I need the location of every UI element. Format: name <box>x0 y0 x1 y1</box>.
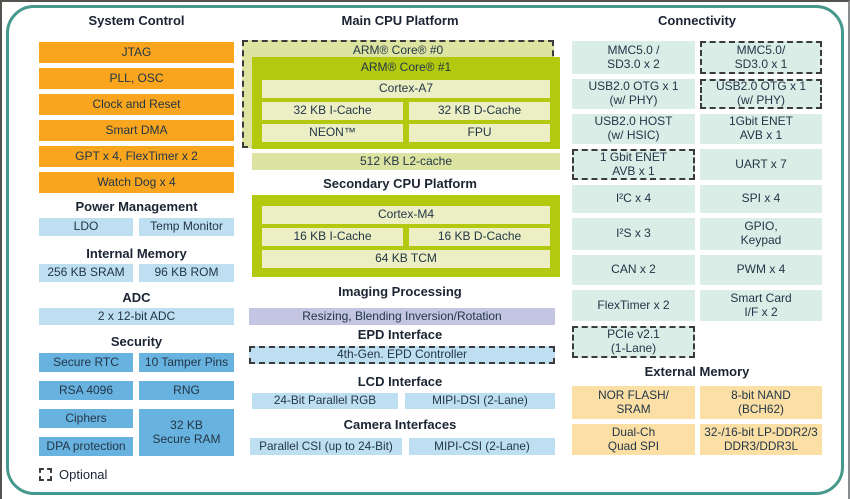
ldo-block: LDO <box>39 218 133 236</box>
system-control-stack: JTAG PLL, OSC Clock and Reset Smart DMA … <box>39 42 234 193</box>
mmc-sd-x2-block: MMC5.0 / SD3.0 x 2 <box>572 41 695 74</box>
can-block: CAN x 2 <box>572 255 695 285</box>
camera-row: Parallel CSI (up to 24-Bit) MIPI-CSI (2-… <box>250 438 555 455</box>
tcm-block: 64 KB TCM <box>262 250 550 268</box>
nand-block: 8-bit NAND (BCH62) <box>700 386 822 419</box>
spi-block: SPI x 4 <box>700 185 822 213</box>
imaging-block: Resizing, Blending Inversion/Rotation <box>249 308 555 325</box>
connectivity-title: Connectivity <box>657 13 736 28</box>
smart-dma-block: Smart DMA <box>39 120 234 141</box>
power-management-row: LDO Temp Monitor <box>39 218 234 236</box>
arm-core1-label: ARM® Core® #1 <box>360 60 452 74</box>
main-cpu-title: Main CPU Platform <box>341 13 459 28</box>
usb-host-block: USB2.0 HOST (w/ HSIC) <box>572 114 695 144</box>
dpa-protection-block: DPA protection <box>39 437 133 456</box>
lcd-row: 24-Bit Parallel RGB MIPI-DSI (2-Lane) <box>252 393 555 409</box>
internal-memory-row: 256 KB SRAM 96 KB ROM <box>39 264 234 282</box>
security-title: Security <box>110 334 163 349</box>
secure-rtc-block: Secure RTC <box>39 353 133 372</box>
rsa-block: RSA 4096 <box>39 381 133 400</box>
neon-fpu-row: NEON™ FPU <box>262 124 550 142</box>
usb-otg-optional-block: USB2.0 OTG x 1 (w/ PHY) <box>700 79 822 109</box>
secondary-cpu-title: Secondary CPU Platform <box>323 176 477 191</box>
internal-memory-title: Internal Memory <box>86 246 187 261</box>
parallel-rgb-block: 24-Bit Parallel RGB <box>252 393 398 409</box>
uart-block: UART x 7 <box>700 149 822 180</box>
temp-monitor-block: Temp Monitor <box>139 218 234 236</box>
neon-block: NEON™ <box>262 124 403 142</box>
power-management-title: Power Management <box>75 199 198 214</box>
clock-reset-block: Clock and Reset <box>39 94 234 115</box>
connectivity-grid: MMC5.0 / SD3.0 x 2 MMC5.0/ SD3.0 x 1 USB… <box>572 41 822 358</box>
secure-ram-block: 32 KB Secure RAM <box>139 409 234 456</box>
epd-controller-block: 4th-Gen. EPD Controller <box>249 346 555 364</box>
rng-block: RNG <box>139 381 234 400</box>
gpt-flextimer-block: GPT x 4, FlexTimer x 2 <box>39 146 234 167</box>
flextimer-block: FlexTimer x 2 <box>572 290 695 321</box>
system-control-title: System Control <box>88 13 185 28</box>
right-column: Connectivity MMC5.0 / SD3.0 x 2 MMC5.0/ … <box>572 2 822 499</box>
parallel-csi-block: Parallel CSI (up to 24-Bit) <box>250 438 402 455</box>
fpu-block: FPU <box>409 124 550 142</box>
diagram-rounded-border <box>6 5 844 495</box>
lcd-title: LCD Interface <box>357 374 443 389</box>
adc-row: 2 x 12-bit ADC <box>39 308 234 325</box>
external-memory-title: External Memory <box>644 364 750 379</box>
center-column: Main CPU Platform ARM® Core® #0 ARM® Cor… <box>240 2 560 499</box>
pll-osc-block: PLL, OSC <box>39 68 234 89</box>
optional-dashed-swatch <box>39 468 52 481</box>
cortex-a7-block: Cortex-A7 <box>262 80 550 98</box>
cortex-m4-block: Cortex-M4 <box>262 206 550 224</box>
sram-block: 256 KB SRAM <box>39 264 133 282</box>
adc-title: ADC <box>122 290 151 305</box>
i2s-block: I²S x 3 <box>572 218 695 250</box>
usb-otg-block: USB2.0 OTG x 1 (w/ PHY) <box>572 79 695 109</box>
rom-block: 96 KB ROM <box>139 264 234 282</box>
m4-icache-block: 16 KB I-Cache <box>262 228 403 246</box>
watchdog-block: Watch Dog x 4 <box>39 172 234 193</box>
enet-avb-block: 1Gbit ENET AVB x 1 <box>700 114 822 144</box>
pcie-optional-block: PCIe v2.1 (1-Lane) <box>572 326 695 358</box>
tamper-pins-block: 10 Tamper Pins <box>139 353 234 372</box>
imaging-title: Imaging Processing <box>338 284 462 299</box>
epd-title: EPD Interface <box>357 327 443 342</box>
mipi-csi-block: MIPI-CSI (2-Lane) <box>409 438 555 455</box>
a7-cache-row: 32 KB I-Cache 32 KB D-Cache <box>262 102 550 120</box>
quad-spi-block: Dual-Ch Quad SPI <box>572 424 695 455</box>
ciphers-block: Ciphers <box>39 409 133 428</box>
arm-core1-box: ARM® Core® #1 Cortex-A7 32 KB I-Cache 32… <box>252 57 560 149</box>
arm-core0-label: ARM® Core® #0 <box>352 43 444 57</box>
m4-dcache-block: 16 KB D-Cache <box>409 228 550 246</box>
pwm-block: PWM x 4 <box>700 255 822 285</box>
a7-icache-block: 32 KB I-Cache <box>262 102 403 120</box>
security-grid: Secure RTC 10 Tamper Pins RSA 4096 RNG C… <box>39 353 234 456</box>
jtag-block: JTAG <box>39 42 234 63</box>
mmc-sd-x1-optional-block: MMC5.0/ SD3.0 x 1 <box>700 41 822 74</box>
ddr-block: 32-/16-bit LP-DDR2/3 DDR3/DDR3L <box>700 424 822 455</box>
mipi-dsi-block: MIPI-DSI (2-Lane) <box>405 393 555 409</box>
external-memory-grid: NOR FLASH/ SRAM 8-bit NAND (BCH62) Dual-… <box>572 386 822 455</box>
gpio-keypad-block: GPIO, Keypad <box>700 218 822 250</box>
adc-block: 2 x 12-bit ADC <box>39 308 234 325</box>
nor-flash-block: NOR FLASH/ SRAM <box>572 386 695 419</box>
i2c-block: I²C x 4 <box>572 185 695 213</box>
smart-card-block: Smart Card I/F x 2 <box>700 290 822 321</box>
optional-legend: Optional <box>39 467 107 482</box>
cortex-m4-box: Cortex-M4 16 KB I-Cache 16 KB D-Cache 64… <box>252 195 560 277</box>
left-column: System Control JTAG PLL, OSC Clock and R… <box>39 2 234 499</box>
l2-cache-block: 512 KB L2-cache <box>252 153 560 170</box>
camera-title: Camera Interfaces <box>343 417 457 432</box>
optional-legend-label: Optional <box>59 467 108 482</box>
m4-cache-row: 16 KB I-Cache 16 KB D-Cache <box>262 228 550 246</box>
enet-avb-optional-block: 1 Gbit ENET AVB x 1 <box>572 149 695 180</box>
a7-dcache-block: 32 KB D-Cache <box>409 102 550 120</box>
